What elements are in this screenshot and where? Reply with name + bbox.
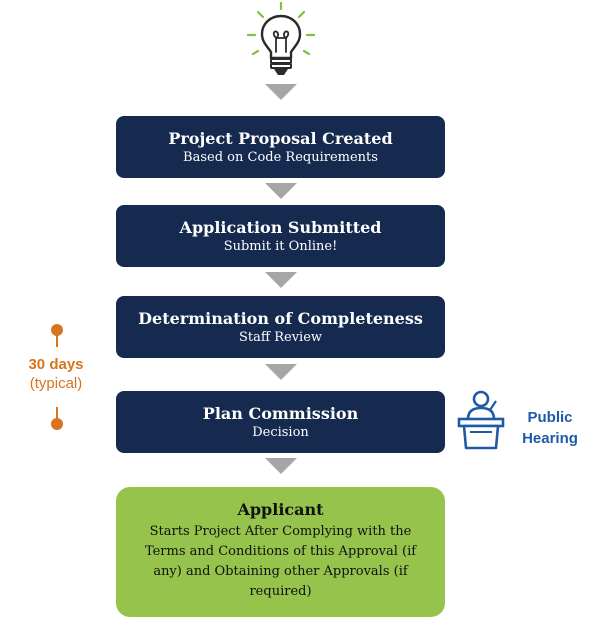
flow-arrow (265, 458, 297, 474)
hearing-line-2: Hearing (522, 430, 578, 447)
hearing-line-1: Public (527, 409, 573, 426)
public-hearing-label: Public Hearing (510, 407, 590, 449)
step-determination-completeness: Determination of Completeness Staff Revi… (116, 296, 445, 358)
final-subtitle: Starts Project After Complying with the … (144, 524, 417, 599)
step-title: Project Proposal Created (168, 128, 393, 148)
timeline-duration: 30 days (28, 356, 84, 373)
podium-speaker-icon (457, 390, 505, 450)
flow-arrow (265, 364, 297, 380)
timeline-qualifier: (typical) (29, 375, 83, 392)
flow-arrow (265, 183, 297, 199)
timeline-label: 30 days (typical) (10, 355, 102, 393)
step-subtitle: Decision (252, 424, 309, 440)
step-title: Determination of Completeness (138, 308, 423, 328)
final-title: Applicant (237, 500, 324, 519)
flow-arrow (265, 272, 297, 288)
step-application-submitted: Application Submitted Submit it Online! (116, 205, 445, 267)
step-subtitle: Staff Review (238, 329, 323, 345)
step-project-proposal: Project Proposal Created Based on Code R… (116, 116, 445, 178)
step-title: Plan Commission (202, 403, 359, 423)
flow-arrow (265, 84, 297, 100)
step-subtitle: Based on Code Requirements (183, 149, 378, 165)
step-applicant: Applicant Starts Project After Complying… (116, 487, 445, 617)
step-title: Application Submitted (179, 217, 382, 237)
lightbulb-icon (246, 2, 316, 75)
timeline-connector (51, 324, 63, 430)
step-plan-commission: Plan Commission Decision (116, 391, 445, 453)
step-subtitle: Submit it Online! (223, 238, 338, 254)
